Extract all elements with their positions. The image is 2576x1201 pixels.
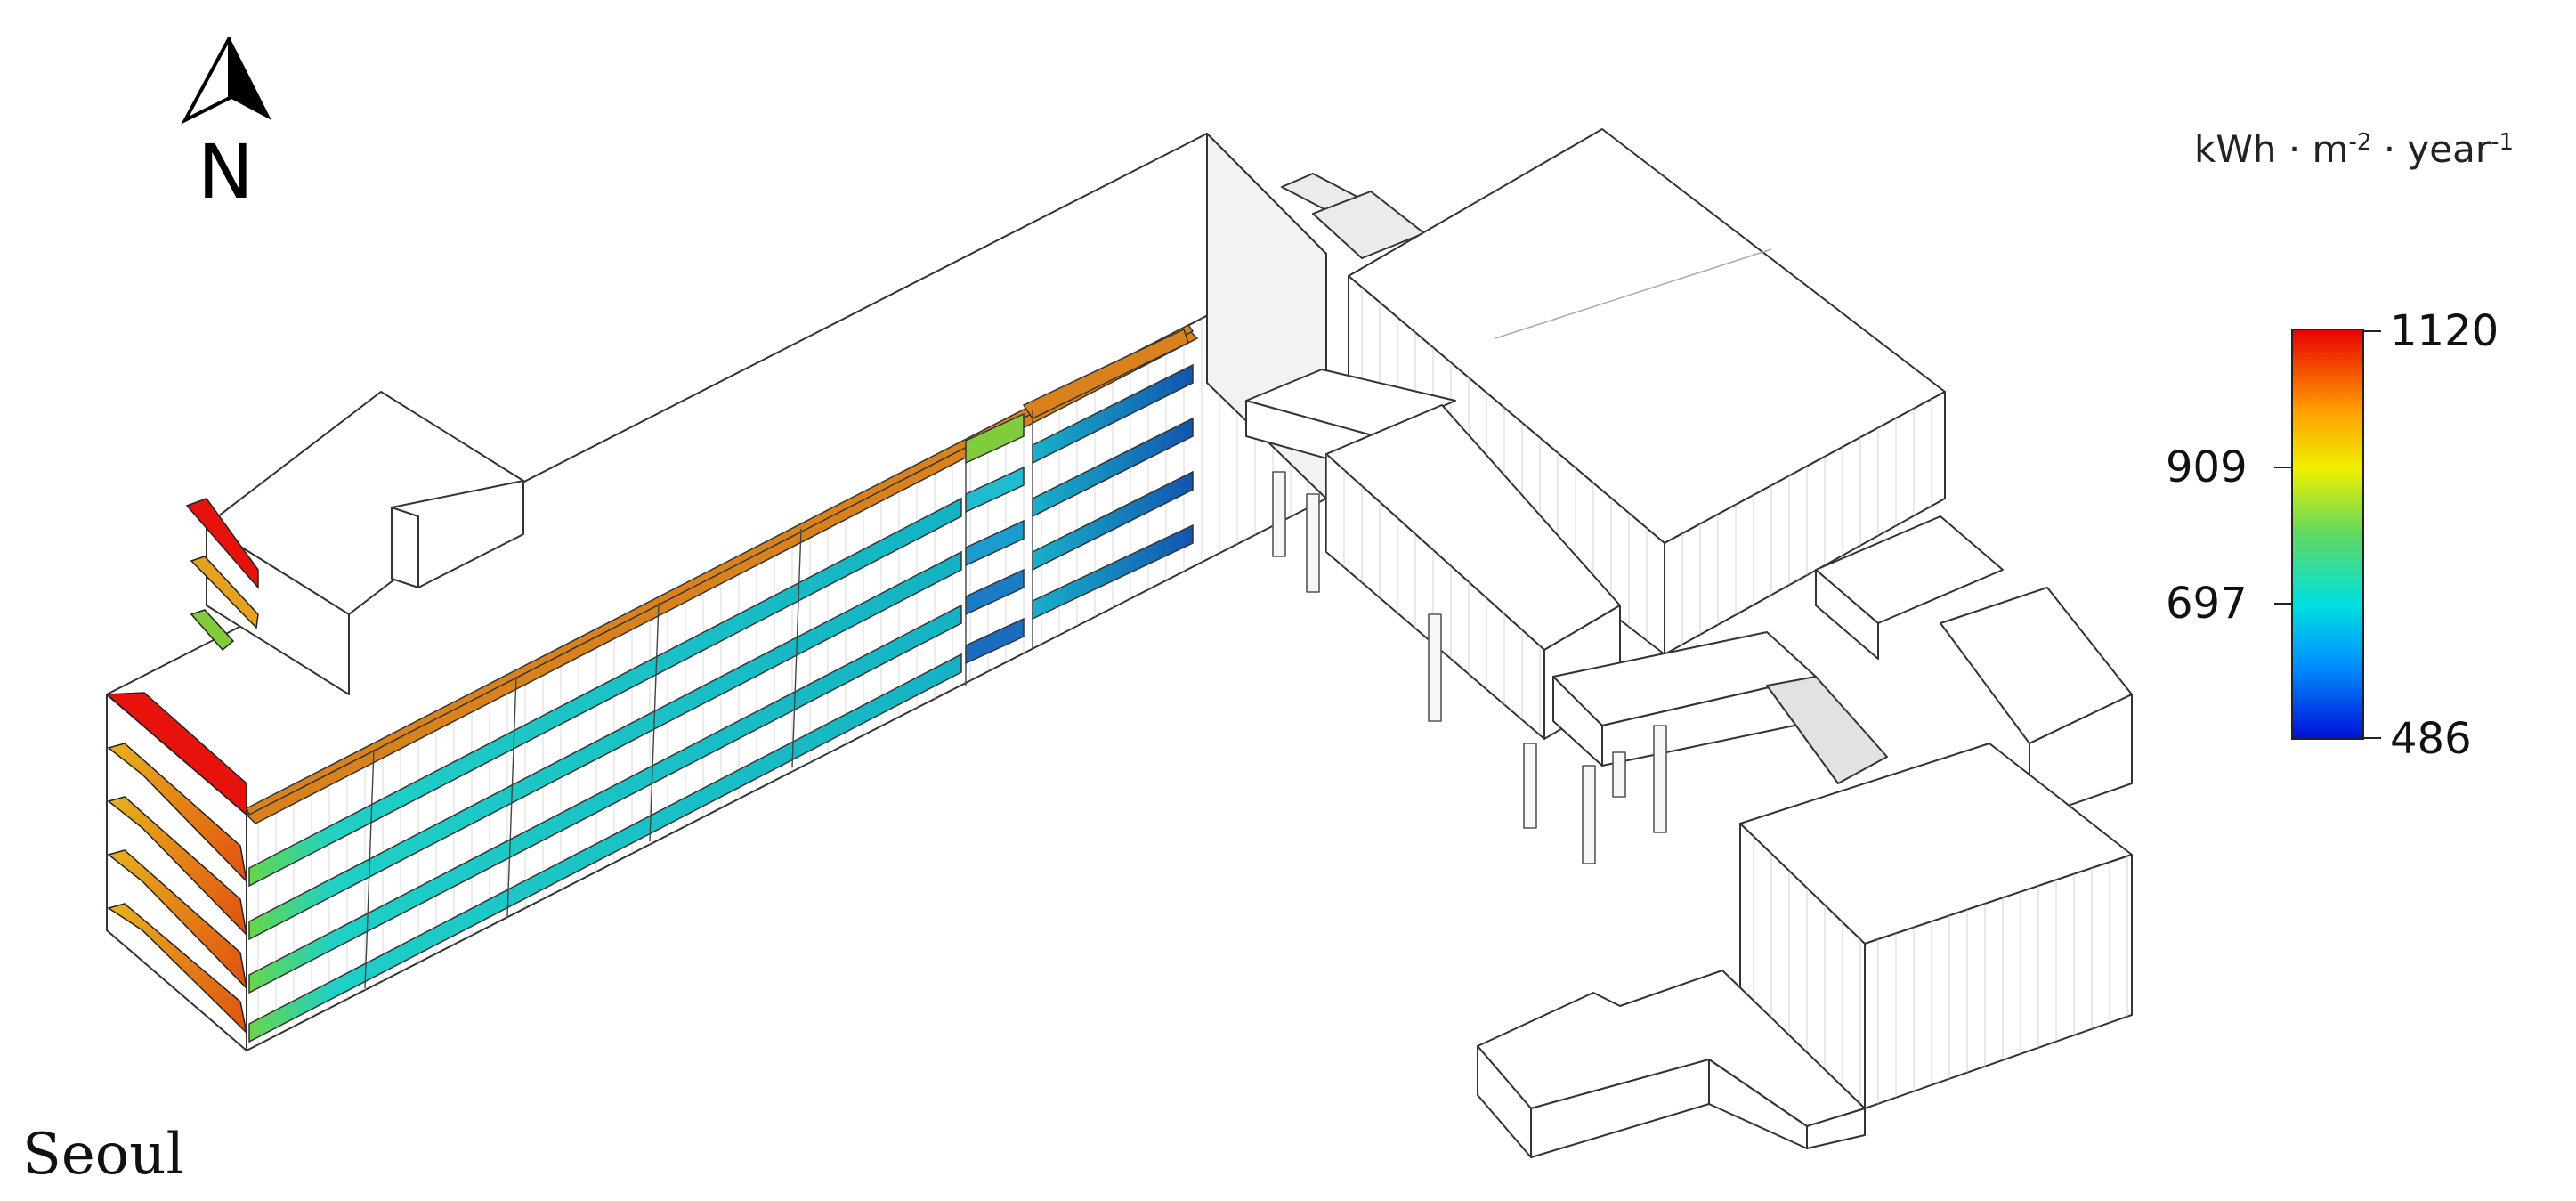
west-facade-balconies [105,498,259,1035]
facade-columns [364,410,1033,989]
legend-tick-min: 486 [2390,714,2472,764]
legend-tick-697: 697 [2166,579,2248,629]
north-arrow-icon: N [181,37,271,215]
legend-color-bar [2291,329,2364,740]
north-label: N [198,128,254,215]
pilotis-columns [1272,471,1667,864]
legend-tick-max: 1120 [2390,306,2499,356]
legend-tick-909: 909 [2166,442,2248,492]
legend-unit-title: kWh · m-2 · year-1 [2194,127,2514,171]
south-balconies [245,324,1199,1043]
right-complex [1245,128,2133,1158]
city-label: Seoul [22,1122,184,1188]
legend: kWh · m-2 · year-1 1120 909 697 486 [2166,127,2514,764]
